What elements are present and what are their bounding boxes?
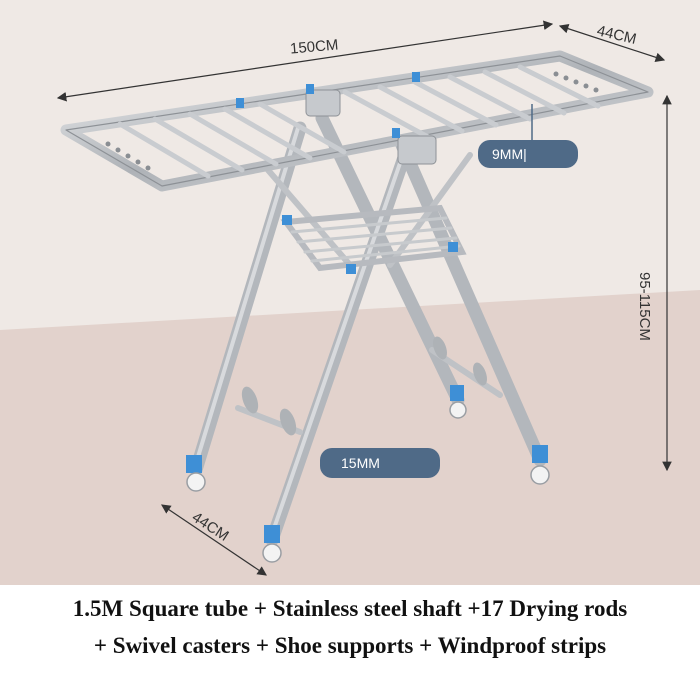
product-scene: 150CM 44CM 95-115CM 44CM	[0, 0, 700, 585]
tube-size-label: 15MM	[341, 455, 380, 471]
caption-line-1: 1.5M Square tube + Stainless steel shaft…	[72, 596, 628, 621]
shaft-size-callout: 9MM|	[478, 104, 578, 168]
windproof-strip-left	[105, 141, 151, 171]
floor-background	[0, 290, 700, 585]
swivel-casters	[186, 385, 550, 563]
length-label: 150CM	[289, 36, 339, 57]
drying-rack	[60, 50, 654, 563]
drying-rods	[117, 64, 601, 179]
product-caption: 1.5M Square tube + Stainless steel shaft…	[0, 590, 700, 664]
top-frame	[60, 50, 654, 192]
blue-joints	[236, 72, 458, 274]
hinge-plates	[305, 89, 437, 165]
shoe-supports	[241, 336, 487, 436]
height-dimension: 95-115CM	[636, 94, 672, 472]
shaft-size-label: 9MM|	[492, 146, 527, 162]
tube-size-callout: 15MM	[320, 448, 440, 478]
length-dimension: 150CM	[56, 20, 554, 102]
lower-shelf	[280, 204, 467, 272]
windproof-strip-right	[553, 71, 599, 93]
caption-line-2: + Swivel casters + Shoe supports + Windp…	[93, 633, 607, 658]
height-label: 95-115CM	[636, 272, 653, 341]
